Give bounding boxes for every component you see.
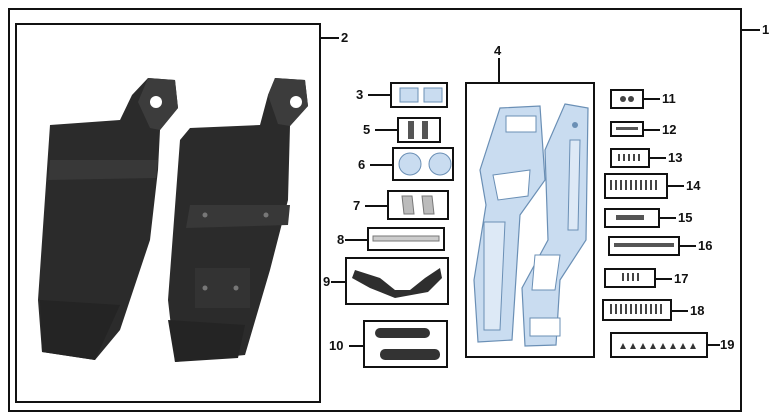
callout-line-4 bbox=[498, 58, 500, 82]
callout-line-8 bbox=[345, 239, 367, 241]
callout-line-17 bbox=[656, 278, 672, 280]
part-16-box bbox=[608, 236, 680, 256]
callout-19: 19 bbox=[720, 337, 735, 352]
callout-line-1 bbox=[742, 29, 760, 31]
callout-12: 12 bbox=[662, 122, 677, 137]
callout-line-3 bbox=[368, 94, 390, 96]
callout-line-15 bbox=[660, 217, 676, 219]
callout-line-6 bbox=[370, 164, 392, 166]
part-6-box bbox=[392, 147, 454, 181]
callout-7: 7 bbox=[353, 198, 361, 213]
part-7-box bbox=[387, 190, 449, 220]
callout-8: 8 bbox=[337, 232, 345, 247]
callout-17: 17 bbox=[674, 271, 689, 286]
part-11-box bbox=[610, 89, 644, 109]
part-10-box bbox=[363, 320, 448, 368]
callout-3: 3 bbox=[356, 87, 364, 102]
callout-line-5 bbox=[375, 129, 397, 131]
part-15-box bbox=[604, 208, 660, 228]
callout-15: 15 bbox=[678, 210, 693, 225]
part-14-box bbox=[604, 173, 668, 199]
callout-line-19 bbox=[708, 344, 720, 346]
callout-line-12 bbox=[644, 129, 660, 131]
part-3-box bbox=[390, 82, 448, 108]
callout-18: 18 bbox=[690, 303, 705, 318]
part-13-box bbox=[610, 148, 650, 168]
outer-frame bbox=[8, 8, 742, 412]
part-19-box bbox=[610, 332, 708, 358]
part-12-box bbox=[610, 121, 644, 137]
callout-11: 11 bbox=[662, 91, 676, 106]
plate-box bbox=[465, 82, 595, 358]
callout-line-18 bbox=[672, 310, 688, 312]
callout-6: 6 bbox=[358, 157, 366, 172]
callout-1: 1 bbox=[762, 22, 770, 37]
callout-line-14 bbox=[668, 185, 684, 187]
callout-line-2 bbox=[321, 37, 339, 39]
callout-2: 2 bbox=[341, 30, 349, 45]
callout-line-10 bbox=[349, 345, 363, 347]
callout-line-7 bbox=[365, 205, 387, 207]
callout-14: 14 bbox=[686, 178, 701, 193]
callout-line-16 bbox=[680, 245, 696, 247]
mudflap-box bbox=[15, 23, 321, 403]
callout-5: 5 bbox=[363, 122, 371, 137]
part-17-box bbox=[604, 268, 656, 288]
part-9-box bbox=[345, 257, 449, 305]
callout-line-11 bbox=[644, 98, 660, 100]
part-18-box bbox=[602, 299, 672, 321]
callout-4: 4 bbox=[494, 43, 502, 58]
callout-9: 9 bbox=[323, 274, 331, 289]
part-8-box bbox=[367, 227, 445, 251]
callout-16: 16 bbox=[698, 238, 713, 253]
part-5-box bbox=[397, 117, 441, 143]
callout-10: 10 bbox=[329, 338, 344, 353]
callout-13: 13 bbox=[668, 150, 683, 165]
callout-line-13 bbox=[650, 157, 666, 159]
callout-line-9 bbox=[331, 281, 345, 283]
